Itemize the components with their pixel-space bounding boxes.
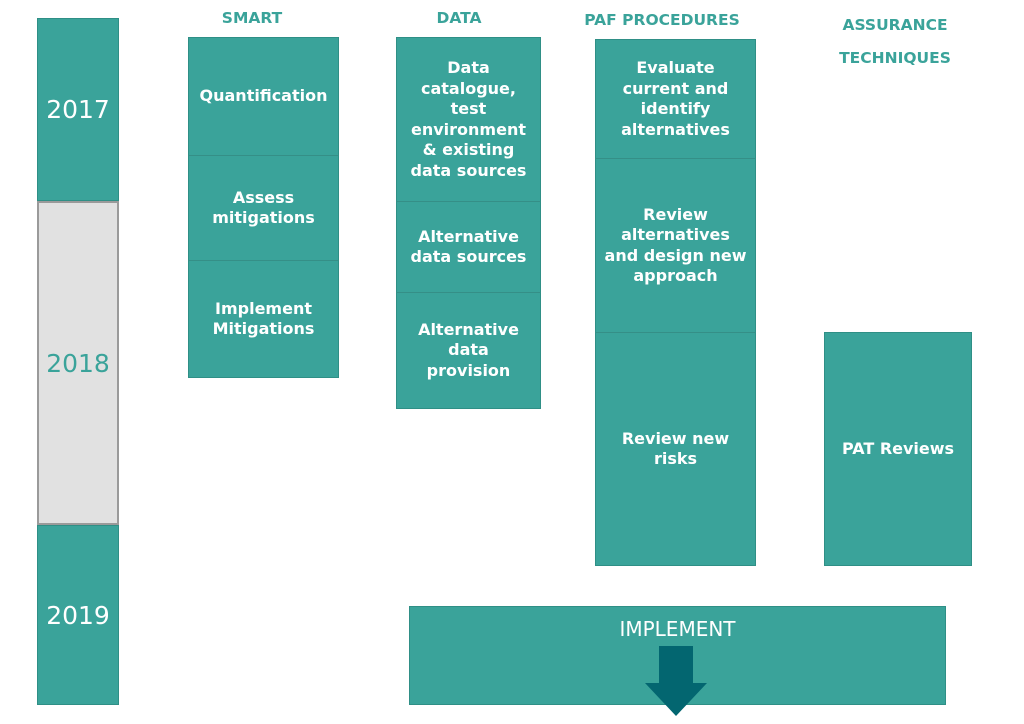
smart-quantification: Quantification xyxy=(188,37,339,156)
down-arrow-icon xyxy=(645,646,707,716)
header-paf-procedures: PAF PROCEDURES xyxy=(584,11,740,29)
paf-review-alternatives: Review alternatives and design new appro… xyxy=(595,158,756,333)
year-label: 2018 xyxy=(46,348,110,378)
header-data: DATA xyxy=(436,9,482,27)
smart-implement-mitigations: Implement Mitigations xyxy=(188,260,339,378)
paf-evaluate-current: Evaluate current and identify alternativ… xyxy=(595,39,756,159)
assurance-pat-reviews: PAT Reviews xyxy=(824,332,972,566)
paf-review-new-risks: Review new risks xyxy=(595,332,756,566)
year-2018: 2018 xyxy=(37,201,119,525)
smart-assess-mitigations: Assess mitigations xyxy=(188,155,339,261)
down-arrow-shape xyxy=(645,646,707,716)
implement-label: IMPLEMENT xyxy=(619,617,736,641)
year-label: 2017 xyxy=(46,95,110,124)
header-smart: SMART xyxy=(221,9,283,27)
year-label: 2019 xyxy=(46,600,110,630)
data-alternative-provision: Alternative data provision xyxy=(396,292,541,409)
year-2019: 2019 xyxy=(37,525,119,705)
data-alternative-sources: Alternative data sources xyxy=(396,201,541,293)
year-2017: 2017 xyxy=(37,18,119,201)
header-assurance-techniques: ASSURANCE TECHNIQUES xyxy=(839,16,951,67)
data-catalogue: Data catalogue, test environment & exist… xyxy=(396,37,541,202)
